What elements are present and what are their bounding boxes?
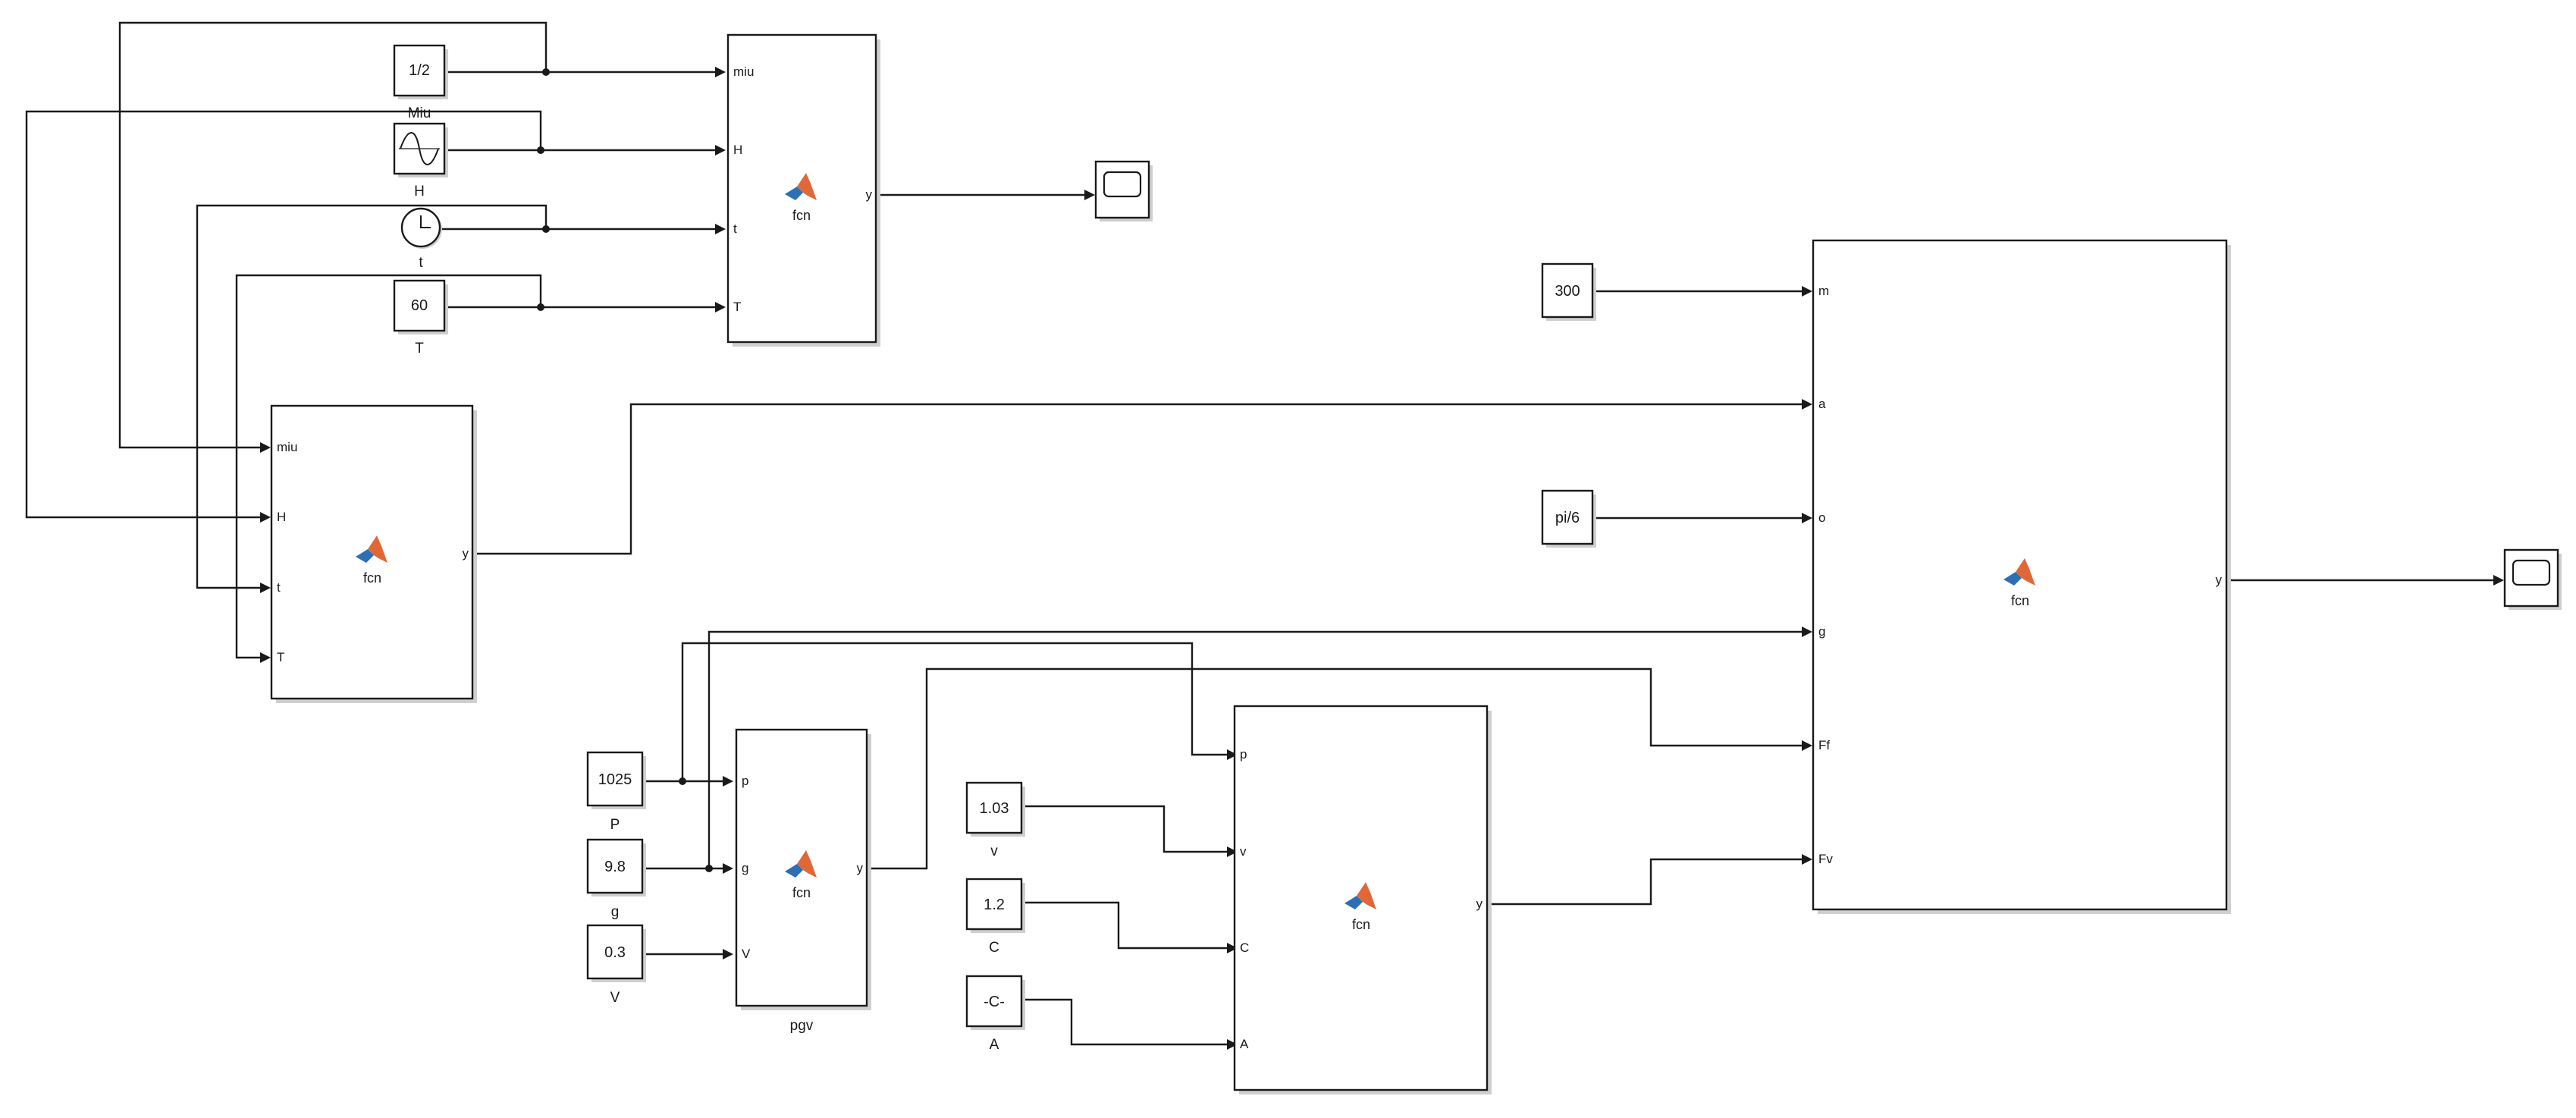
constant-P[interactable]: 1025 P <box>586 751 646 833</box>
sine-wave-H[interactable]: H <box>393 122 448 199</box>
pgv-port-p: p <box>742 774 748 788</box>
constant-g[interactable]: 9.8 g <box>586 838 646 920</box>
wire-pgv-Ff[interactable] <box>868 667 1803 870</box>
constant-v-value: 1.03 <box>980 800 1009 817</box>
constant-C-name: C <box>989 940 999 956</box>
constant-o-value: pi/6 <box>1555 510 1580 526</box>
constant-T-value: 60 <box>411 297 428 314</box>
wire-C[interactable] <box>1024 901 1228 950</box>
constant-C[interactable]: 1.2 C <box>965 878 1025 956</box>
constant-miu[interactable]: 1/2 Miu <box>393 44 448 121</box>
wire-fcn4-Fv[interactable] <box>1488 858 1803 906</box>
constant-T[interactable]: 60 T <box>393 279 448 356</box>
wire-T-branch[interactable] <box>235 274 542 659</box>
fcn4-port-p: p <box>1240 747 1247 762</box>
main-port-g: g <box>1818 624 1825 639</box>
wire-g-branch[interactable] <box>708 630 1803 868</box>
main-label: fcn <box>2011 593 2029 608</box>
main-port-Ff: Ff <box>1818 738 1830 752</box>
matlab-function-block-1[interactable]: miu H t T y fcn <box>726 33 880 347</box>
fcn1-port-miu: miu <box>733 64 754 79</box>
matlab-function-block-main[interactable]: m a o g Ff Fv y fcn <box>1812 239 2231 914</box>
pgv-name: pgv <box>790 1018 814 1034</box>
constant-V[interactable]: 0.3 V <box>586 924 646 1006</box>
sine-name: H <box>414 184 425 199</box>
main-port-m: m <box>1818 284 1829 298</box>
constant-o[interactable]: pi/6 <box>1541 489 1596 548</box>
fcn1-port-y: y <box>866 187 873 202</box>
fcn1-port-T: T <box>733 300 741 314</box>
wire-fcn2-a[interactable] <box>475 403 1803 555</box>
constant-A-value: -C- <box>984 994 1005 1010</box>
pgv-port-g: g <box>742 861 748 875</box>
constant-g-name: g <box>611 904 620 920</box>
fcn4-label: fcn <box>1352 917 1370 932</box>
constant-A[interactable]: -C- A <box>965 975 1025 1053</box>
scope-screen-icon <box>1103 171 1142 198</box>
fcn2-port-T: T <box>277 650 284 664</box>
fcn2-port-t: t <box>277 580 281 595</box>
fcn4-port-y: y <box>1476 897 1483 911</box>
clock-name: t <box>419 255 423 271</box>
wire-H-branch[interactable] <box>25 110 542 519</box>
constant-miu-value: 1/2 <box>409 62 430 79</box>
constant-A-name: A <box>990 1037 999 1053</box>
fcn1-port-t: t <box>733 221 737 236</box>
clock-t[interactable]: t <box>400 207 442 271</box>
constant-P-value: 1025 <box>598 771 632 788</box>
pgv-port-y: y <box>857 861 864 875</box>
matlab-function-block-2[interactable]: miu H t T y fcn <box>270 404 477 703</box>
scope-1[interactable] <box>1094 160 1153 221</box>
constant-miu-name: Miu <box>408 105 431 121</box>
constant-V-name: V <box>610 990 620 1006</box>
constant-v-name: v <box>990 843 998 859</box>
pgv-port-V: V <box>742 947 751 961</box>
matlab-function-block-pgv[interactable]: p g V y fcn pgv <box>735 728 871 1034</box>
main-port-o: o <box>1818 510 1825 525</box>
wire-A[interactable] <box>1024 998 1228 1046</box>
arrowheads <box>260 67 2504 1050</box>
fcn1-label: fcn <box>792 208 811 223</box>
constant-g-value: 9.8 <box>604 859 626 875</box>
matlab-function-block-4[interactable]: p v C A y fcn <box>1233 705 1492 1094</box>
main-port-y: y <box>2216 573 2223 587</box>
main-port-a: a <box>1818 397 1826 411</box>
scope-screen-icon <box>2512 559 2551 586</box>
constant-V-value: 0.3 <box>604 944 626 961</box>
fcn4-port-v: v <box>1240 844 1247 859</box>
constant-T-name: T <box>415 341 424 356</box>
fcn2-label: fcn <box>363 570 381 586</box>
wire-t-branch[interactable] <box>196 204 548 589</box>
wire-v[interactable] <box>1024 805 1228 853</box>
wire-miu-branch[interactable] <box>118 21 548 449</box>
fcn2-port-y: y <box>463 546 469 561</box>
fcn1-port-H: H <box>733 143 742 157</box>
clock-icon <box>420 215 431 228</box>
fcn2-port-miu: miu <box>277 440 297 454</box>
constant-C-value: 1.2 <box>984 897 1005 913</box>
wire-P-branch[interactable] <box>681 642 1228 781</box>
constant-m[interactable]: 300 <box>1541 262 1596 321</box>
fcn2-port-H: H <box>277 510 286 524</box>
scope-2[interactable] <box>2503 548 2562 610</box>
constant-P-name: P <box>610 817 620 833</box>
constant-m-value: 300 <box>1555 283 1580 300</box>
pgv-label: fcn <box>792 885 811 900</box>
fcn4-port-A: A <box>1240 1037 1249 1051</box>
fcn4-port-C: C <box>1240 941 1249 955</box>
main-port-Fv: Fv <box>1818 852 1833 866</box>
branch-points <box>537 68 713 872</box>
constant-v[interactable]: 1.03 v <box>965 781 1025 859</box>
